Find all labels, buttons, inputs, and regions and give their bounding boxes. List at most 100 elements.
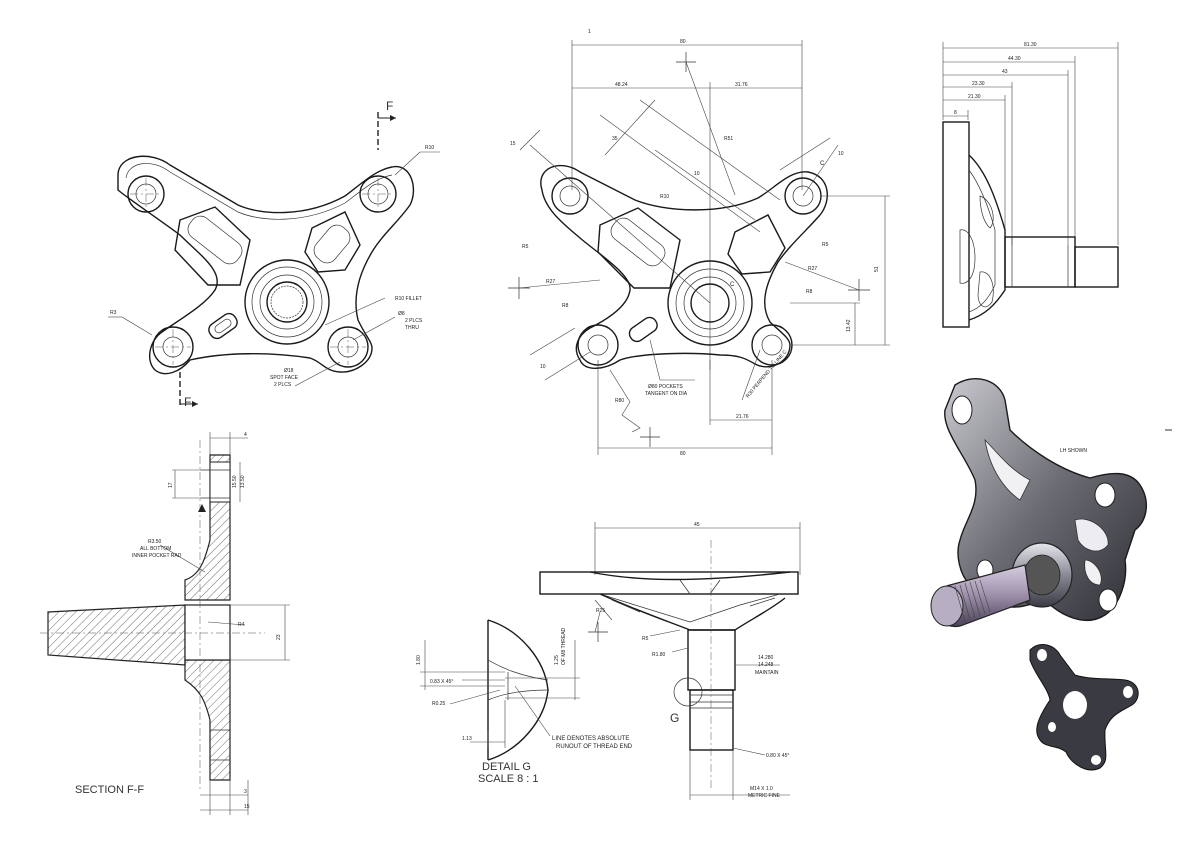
dim-slant-c: 10 xyxy=(694,171,700,177)
dim-r8-right: R8 xyxy=(806,289,813,295)
dim-slant-right: 10 xyxy=(838,151,844,157)
bottom-maintain: MAINTAIN xyxy=(755,670,779,676)
front-pocket-right xyxy=(304,211,361,273)
dim-height-right: 51 xyxy=(874,266,880,272)
bottom-r180: R1.80 xyxy=(652,652,666,658)
bottom-r5: R5 xyxy=(642,636,649,642)
bottom-r25: R25 xyxy=(596,608,605,614)
section-bottom-15: 15 xyxy=(244,804,250,810)
side-d6: 8 xyxy=(954,110,957,116)
detail-note1: LINE DENOTES ABSOLUTE xyxy=(552,736,629,742)
section-dim-23: 23 xyxy=(276,634,282,640)
dim-pocket-dia: Ø80 POCKETS xyxy=(648,384,683,390)
bottom-view: 45 G R25 R5 R1.80 14.280 14.248 MAINTAIN… xyxy=(539,522,801,800)
section-marker-top: F xyxy=(386,99,393,113)
front-hub xyxy=(244,259,330,345)
dim-bottom-overall: 80 xyxy=(680,451,686,457)
front-hole-count-label: 2 PLCS xyxy=(405,318,423,324)
detail-d180: 1.80 xyxy=(416,655,422,665)
section-bottom-3: 3 xyxy=(244,789,247,795)
bottom-detail-marker: G xyxy=(670,711,679,725)
bottom-shaft xyxy=(687,629,736,691)
side-plate xyxy=(942,121,970,328)
isometric-view: LH SHOWN xyxy=(930,377,1172,771)
front-bolt-hole-bl xyxy=(152,326,194,368)
bottom-thread xyxy=(689,689,734,751)
dim-r51: R51 xyxy=(724,136,733,142)
side-d4: 23.30 xyxy=(972,81,985,87)
bottom-top-dim: 45 xyxy=(694,522,700,528)
detail-view: 1.80 0.83 X 45° R0.25 1.13 1.25 OF M8 TH… xyxy=(416,619,633,785)
front-r10-fillet-label: R10 FILLET xyxy=(395,296,422,302)
front-bolt-hole-tl xyxy=(127,175,165,213)
dim-r5-right: R5 xyxy=(822,242,829,248)
dim-center-mark-hub: C xyxy=(730,282,735,288)
section-top-dim: 4 xyxy=(244,432,247,438)
bottom-chamfer: 0.80 X 45° xyxy=(766,753,789,759)
front-hole-thru-label: THRU xyxy=(405,325,419,331)
front-pocket-left xyxy=(174,206,251,286)
dim-slant-a: 15 xyxy=(510,141,516,147)
side-thread xyxy=(1074,246,1119,288)
front-r10-label: R10 xyxy=(425,145,434,151)
side-shaft xyxy=(1004,236,1076,288)
bottom-thread1: M14 X 1.0 xyxy=(750,786,773,792)
section-hatch-shaft xyxy=(47,604,186,666)
bottom-flange xyxy=(539,571,799,595)
section-fillet-note2: INNER POCKET RAD xyxy=(132,553,182,559)
dim-height-lower: 13.42 xyxy=(846,319,852,332)
dim-slant-left-lower: 10 xyxy=(540,364,546,370)
detail-thread-note: OF M8 THREAD xyxy=(561,627,567,665)
side-d5: 21.30 xyxy=(968,94,981,100)
section-r4: R4 xyxy=(238,622,245,628)
dim-left-offset: 48.24 xyxy=(615,82,628,88)
dimension-view: 1 80 48.24 31.76 R51 xyxy=(508,29,890,457)
spot-face-count-label: 2 PLCS xyxy=(274,382,292,388)
iso-label: LH SHOWN xyxy=(1060,448,1087,454)
section-dim-1550: 15.50 xyxy=(232,475,238,488)
detail-scale: SCALE 8 : 1 xyxy=(478,773,539,785)
dim-view-outline xyxy=(540,164,828,369)
dim-r5-left: R5 xyxy=(522,244,529,250)
section-dim-17: 17 xyxy=(168,482,174,488)
iso-body xyxy=(944,377,1147,621)
bottom-d14248: 14.248 xyxy=(758,662,774,668)
section-title: SECTION F-F xyxy=(75,784,144,796)
dim-center-mark-top: C xyxy=(820,161,825,167)
dim-r10: R10 xyxy=(660,194,669,200)
front-r3-label: R3 xyxy=(110,310,117,316)
front-view-outline xyxy=(117,155,415,375)
side-d2: 44.30 xyxy=(1008,56,1021,62)
front-view: F F R10 R10 FILLET Ø8 2 PLCS THRU R3 Ø18… xyxy=(108,99,440,409)
bottom-d14280: 14.280 xyxy=(758,655,774,661)
dim-r80: R80 xyxy=(615,398,624,404)
section-view: 4 17 15.50 13.50 R3.50 ALL BOTTOM INNER … xyxy=(40,432,290,815)
section-dim-1350: 13.50 xyxy=(240,475,246,488)
dim-right-offset: 31.76 xyxy=(735,82,748,88)
section-marker-bottom: F xyxy=(184,395,191,409)
front-bolt-hole-br xyxy=(327,326,369,368)
front-bolt-hole-tr xyxy=(359,175,397,213)
dim-overall-width: 80 xyxy=(680,39,686,45)
side-view: 81.30 44.30 43 23.30 21.30 8 xyxy=(942,42,1119,328)
section-fillet-note1: ALL BOTTOM xyxy=(140,546,171,552)
spot-face-label: SPOT FACE xyxy=(270,375,299,381)
section-hatch-lower xyxy=(184,659,231,781)
dim-pocket-note: TANGENT ON DIA xyxy=(645,391,688,397)
detail-chamfer: 0.83 X 45° xyxy=(430,679,453,685)
detail-note2: RUNOUT OF THREAD END xyxy=(556,744,633,750)
spot-face-dia-label: Ø18 xyxy=(284,368,294,374)
section-fillet-r: R3.50 xyxy=(148,539,162,545)
dim-r27-left: R27 xyxy=(546,279,555,285)
dim-slant-b: 35 xyxy=(612,136,618,142)
detail-d125: 1.25 xyxy=(554,655,560,665)
detail-d113: 1.13 xyxy=(462,736,472,742)
dim-bottom-right: 21.76 xyxy=(736,414,749,420)
detail-title: DETAIL G xyxy=(482,761,531,773)
bottom-thread2: METRIC FINE xyxy=(748,793,781,799)
detail-r025: R0.25 xyxy=(432,701,446,707)
front-hole-dia-label: Ø8 xyxy=(398,311,405,317)
dim-r8-left: R8 xyxy=(562,303,569,309)
side-d3: 43 xyxy=(1002,69,1008,75)
